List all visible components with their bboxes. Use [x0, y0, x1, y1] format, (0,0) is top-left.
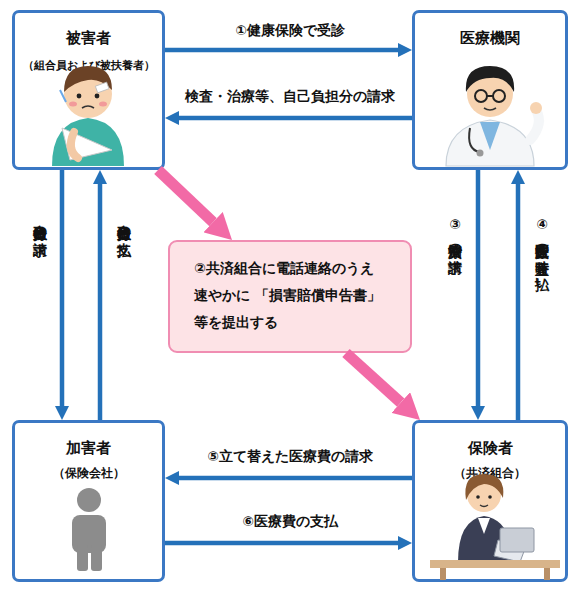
flow-arrow-pink [346, 353, 401, 403]
edge-label: 自己負担分の請求 [31, 214, 49, 233]
party-box: 被害者 （組合員および被扶養者） [12, 10, 165, 170]
flow-arrow [179, 116, 412, 121]
node-text: （保険会社） [15, 465, 162, 481]
party-box: 加害者 （保険会社） [12, 420, 165, 582]
flow-arrow [98, 184, 103, 420]
node-text: （組合員および被扶養者） [15, 58, 162, 73]
edge-label: ④医療費の一時立替え払い [533, 216, 551, 283]
node-title: 医療機関 [415, 29, 565, 48]
instruction-box: ②共済組合に電話連絡のうえ 速やかに 「損害賠償申告書」等を提出する [168, 240, 412, 353]
edge-label: ⑥医療費の支払 [140, 512, 440, 530]
flow-arrow-pink [158, 170, 213, 222]
edge-label: 検査・治療等、自己負担分の請求 [140, 87, 440, 105]
edge-label: ①健康保険で受診 [140, 21, 440, 39]
node-title: 保険者 [415, 439, 565, 458]
party-box: 医療機関 [412, 10, 568, 170]
flow-arrow [165, 48, 398, 53]
party-box: 保険者 （共済組合） [412, 420, 568, 582]
flow-arrow [179, 476, 412, 481]
flow-arrow [516, 184, 521, 420]
edge-label: 自己負担分の支払 [115, 214, 133, 233]
flow-arrow [476, 170, 481, 406]
edge-label: ⑤立て替えた医療費の請求 [140, 447, 440, 465]
node-title: ②共済組合に電話連絡のうえ 速やかに 「損害賠償申告書」等を提出する [194, 255, 406, 336]
node-title: 加害者 [15, 439, 162, 458]
edge-label: ③治療費の請求 [446, 216, 464, 251]
flow-arrow [60, 170, 65, 406]
node-title: 被害者 [15, 29, 162, 48]
flow-arrow [165, 541, 398, 546]
node-text: （共済組合） [415, 465, 565, 481]
